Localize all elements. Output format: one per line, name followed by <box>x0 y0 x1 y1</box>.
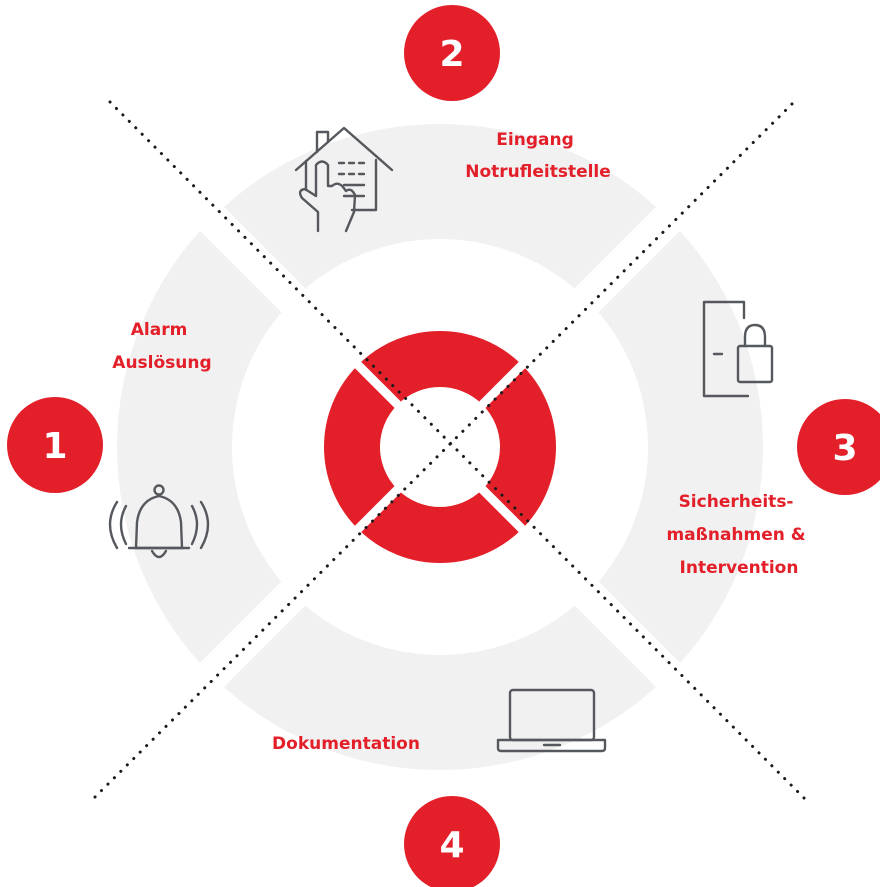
badge-number-3: 3 <box>832 428 857 469</box>
segment-label-dokumentation: Dokumentation <box>272 734 420 754</box>
door-lock-icon <box>702 300 774 398</box>
segment-sicherheit: Sicherheits- maßnahmen & Intervention 3 <box>666 300 880 578</box>
segment-label-alarm: Alarm Auslösung <box>112 320 211 373</box>
segment-label-eingang: Eingang Notrufleitstelle <box>465 130 611 182</box>
divider-line-a <box>108 100 810 804</box>
dotted-dividers <box>90 100 810 804</box>
lifebuoy-icon <box>322 329 558 565</box>
label-line: Notrufleitstelle <box>465 162 611 182</box>
label-line: Auslösung <box>112 353 211 373</box>
segment-dokumentation: Dokumentation 4 <box>272 688 607 887</box>
house-touch-icon <box>294 126 394 233</box>
label-line: Sicherheits- <box>679 492 794 512</box>
label-line: maßnahmen & <box>666 525 805 545</box>
label-line: Dokumentation <box>272 734 420 754</box>
segment-label-sicherheit: Sicherheits- maßnahmen & Intervention <box>666 492 811 578</box>
divider-line-b <box>90 102 794 802</box>
badge-number-4: 4 <box>439 825 464 866</box>
label-line: Intervention <box>680 558 799 578</box>
bell-ringing-icon <box>108 484 210 559</box>
laptop-icon <box>496 688 607 753</box>
segment-eingang: Eingang Notrufleitstelle 2 <box>294 5 611 233</box>
badge-3: 3 <box>797 399 880 495</box>
segment-alarm: Alarm Auslösung 1 <box>7 320 212 559</box>
badge-4: 4 <box>404 796 500 887</box>
label-line: Eingang <box>496 130 573 150</box>
badge-2: 2 <box>404 5 500 101</box>
badge-number-2: 2 <box>439 34 464 75</box>
badge-number-1: 1 <box>42 426 67 467</box>
badge-1: 1 <box>7 397 103 493</box>
label-line: Alarm <box>131 320 188 340</box>
